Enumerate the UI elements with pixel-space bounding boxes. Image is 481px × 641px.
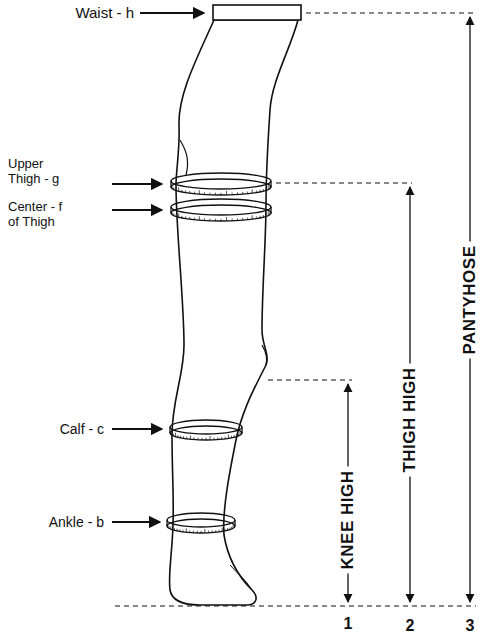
pointer-arrow <box>112 428 162 430</box>
reference-line <box>306 13 476 14</box>
pointer-arrow <box>112 209 162 211</box>
fold-line <box>262 345 267 365</box>
callout-number: 1 <box>344 615 353 633</box>
leg-outline <box>169 20 298 605</box>
callout-number: 3 <box>466 617 475 635</box>
pointer-arrow <box>112 183 162 185</box>
reference-line <box>115 606 476 607</box>
measurement-label: Center - f of Thigh <box>8 200 70 230</box>
measuring-tape <box>170 420 242 440</box>
fold-line <box>230 565 252 590</box>
measurement-label: Waist - h <box>75 4 134 21</box>
pointer-arrow <box>112 521 160 523</box>
reference-line <box>268 380 352 381</box>
waistband <box>213 5 301 20</box>
length-label: THIGH HIGH <box>398 363 422 476</box>
measuring-tape <box>167 513 235 533</box>
measurement-label: Upper Thigh - g <box>8 157 70 187</box>
reference-line <box>276 183 412 184</box>
callout-number: 2 <box>406 617 415 635</box>
measurement-label: Ankle - b <box>49 514 104 530</box>
pointer-arrow <box>140 12 204 14</box>
measurement-label: Calf - c <box>60 421 104 437</box>
length-label: PANTYHOSE <box>458 241 481 358</box>
measuring-tape <box>171 199 271 221</box>
measuring-tape <box>171 173 271 195</box>
fold-line <box>180 140 188 175</box>
length-label: KNEE HIGH <box>336 467 360 574</box>
